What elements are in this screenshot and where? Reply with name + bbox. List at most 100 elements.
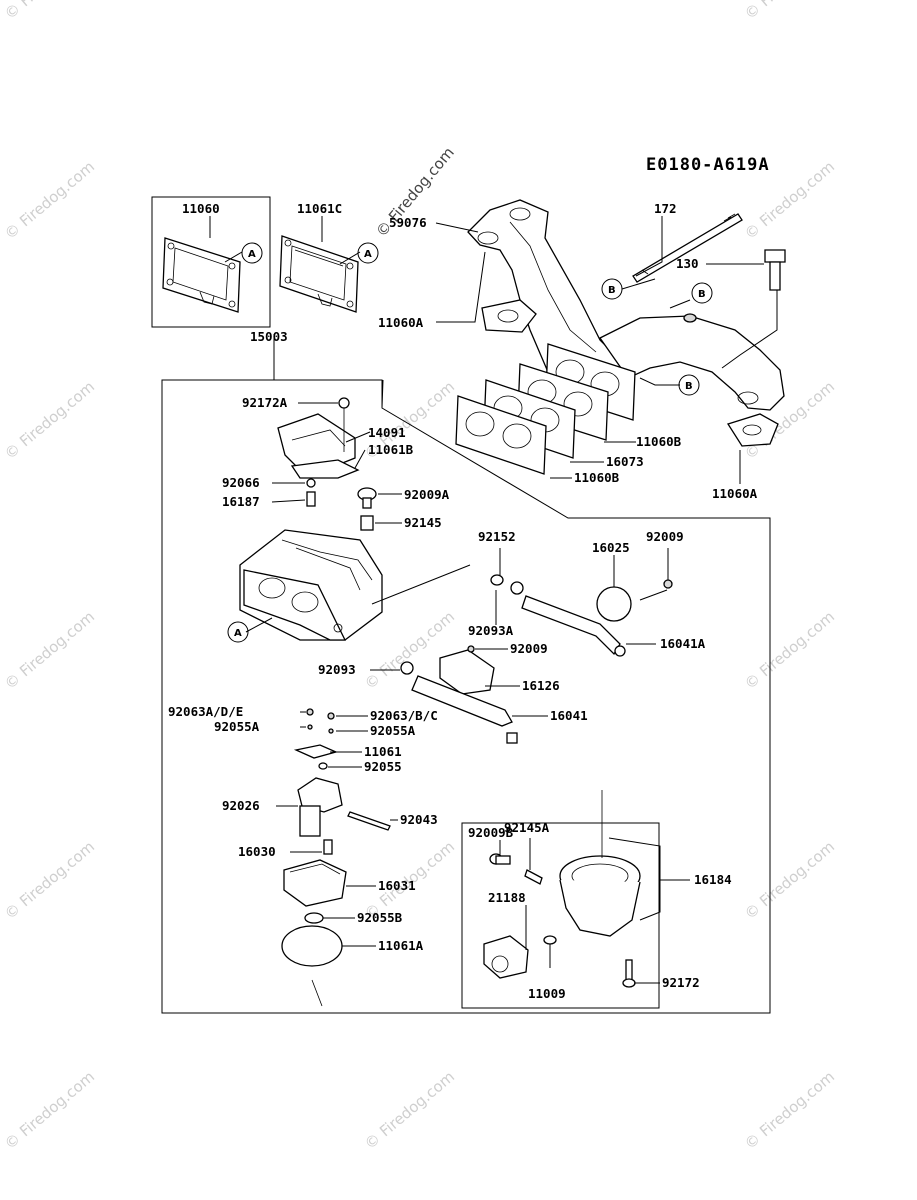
label-16187: 16187: [222, 494, 260, 509]
label-11061A: 11061A: [378, 938, 424, 953]
label-16126: 16126: [522, 678, 560, 693]
callout-A-1: A: [241, 242, 263, 264]
callout-A-3: A: [227, 621, 249, 643]
gasket-11060A-right: [726, 413, 779, 447]
screw-92009A: [357, 487, 377, 509]
assembly-15003-outline: [161, 379, 771, 1014]
label-172: 172: [654, 201, 677, 216]
cover-14091: [277, 413, 356, 471]
spring-92145A: [524, 869, 543, 885]
label-92172: 92172: [662, 975, 700, 990]
label-92009A: 92009A: [404, 487, 450, 502]
throttle-shaft-16041A: [521, 595, 626, 657]
label-92055A-2: 92055A: [370, 723, 416, 738]
label-11060A-top: 11060A: [378, 315, 424, 330]
leader-lines: [209, 216, 778, 984]
watermark-13: © Firedog.com: [361, 1068, 458, 1153]
callout-B-3: B: [678, 374, 700, 396]
label-11060B-1: 11060B: [636, 434, 682, 449]
watermark-3: © Firedog.com: [1, 378, 98, 463]
jet-16030: [323, 839, 333, 855]
watermark-15: © Firedog.com: [1, 0, 98, 23]
oring-92055B: [304, 912, 324, 924]
label-92063BC: 92063/B/C: [370, 708, 438, 723]
solenoid-21188: [483, 935, 529, 979]
carburetor-body: [239, 529, 383, 641]
gasket-11061B: [290, 459, 360, 479]
svg-text:B: B: [608, 285, 616, 296]
callout-B-1: B: [601, 278, 623, 300]
screw-92172A: [338, 397, 350, 452]
part-16187: [306, 491, 316, 507]
screw-92009B: [489, 853, 511, 865]
callout-B-2: B: [691, 282, 713, 304]
label-11061B: 11061B: [368, 442, 414, 457]
oring-92055A-2: [328, 728, 334, 734]
label-59076: 59076: [389, 215, 427, 230]
screw-92009-mid: [467, 645, 475, 653]
needle-92043: [347, 811, 391, 831]
watermark-8: © Firedog.com: [741, 608, 838, 693]
label-92055A-1: 92055A: [214, 719, 260, 734]
washer-11009: [543, 935, 557, 945]
diagram-code: E0180-A619A: [646, 155, 770, 175]
oring-92055: [318, 762, 328, 770]
gasket-11061A: [281, 925, 343, 967]
gasket-11060: [162, 237, 241, 313]
label-130: 130: [676, 256, 699, 271]
label-16041: 16041: [550, 708, 588, 723]
stud-172: [632, 213, 743, 283]
label-92055B: 92055B: [357, 910, 403, 925]
gasket-11060A-top: [481, 299, 537, 333]
jet-92063BC: [327, 712, 335, 720]
label-92066: 92066: [222, 475, 260, 490]
subassembly-16184-box: [461, 822, 660, 1009]
part-labels: 11060 11061C 59076 172 130 11060A 15003 …: [168, 201, 758, 1001]
jet-92063ADE: [306, 708, 314, 716]
label-92009-top: 92009: [646, 529, 684, 544]
label-11060A-right: 11060A: [712, 486, 758, 501]
fuel-solenoid-92026: [297, 777, 343, 837]
label-11060: 11060: [182, 201, 220, 216]
label-16030: 16030: [238, 844, 276, 859]
float-16031: [283, 859, 347, 907]
label-16031: 16031: [378, 878, 416, 893]
svg-text:A: A: [364, 249, 372, 260]
label-92172A: 92172A: [242, 395, 288, 410]
label-92055: 92055: [364, 759, 402, 774]
label-92009B: 92009B: [468, 825, 514, 840]
label-92009-mid: 92009: [510, 641, 548, 656]
label-92063ADE: 92063A/D/E: [168, 704, 243, 719]
svg-text:A: A: [248, 249, 256, 260]
screw-92009-top: [663, 579, 673, 589]
label-16041A: 16041A: [660, 636, 706, 651]
screw-92172: [622, 959, 636, 988]
seal-92152: [490, 574, 504, 586]
washer-92093: [400, 661, 414, 675]
label-16184: 16184: [694, 872, 732, 887]
gasket-11061C: [279, 235, 359, 313]
oring-92055A-1: [307, 724, 313, 730]
label-92145A: 92145A: [504, 820, 550, 835]
label-11060B-2: 11060B: [574, 470, 620, 485]
throttle-body-16184: [559, 790, 641, 937]
watermark-12: © Firedog.com: [1, 1068, 98, 1153]
label-11061C: 11061C: [297, 201, 342, 216]
label-14091: 14091: [368, 425, 406, 440]
choke-shaft-16041: [411, 675, 518, 744]
spring-92145: [360, 515, 374, 531]
label-92043: 92043: [400, 812, 438, 827]
watermark-9: © Firedog.com: [1, 838, 98, 923]
svg-text:B: B: [698, 289, 706, 300]
svg-text:B: B: [685, 381, 693, 392]
label-92093: 92093: [318, 662, 356, 677]
intake-manifold-2: [599, 313, 785, 411]
label-92093A: 92093A: [468, 623, 514, 638]
part-92066: [306, 478, 316, 488]
watermark-6: © Firedog.com: [1, 608, 98, 693]
label-11009: 11009: [528, 986, 566, 1001]
label-92152: 92152: [478, 529, 516, 544]
callout-A-2: A: [357, 242, 379, 264]
label-15003: 15003: [250, 329, 288, 344]
